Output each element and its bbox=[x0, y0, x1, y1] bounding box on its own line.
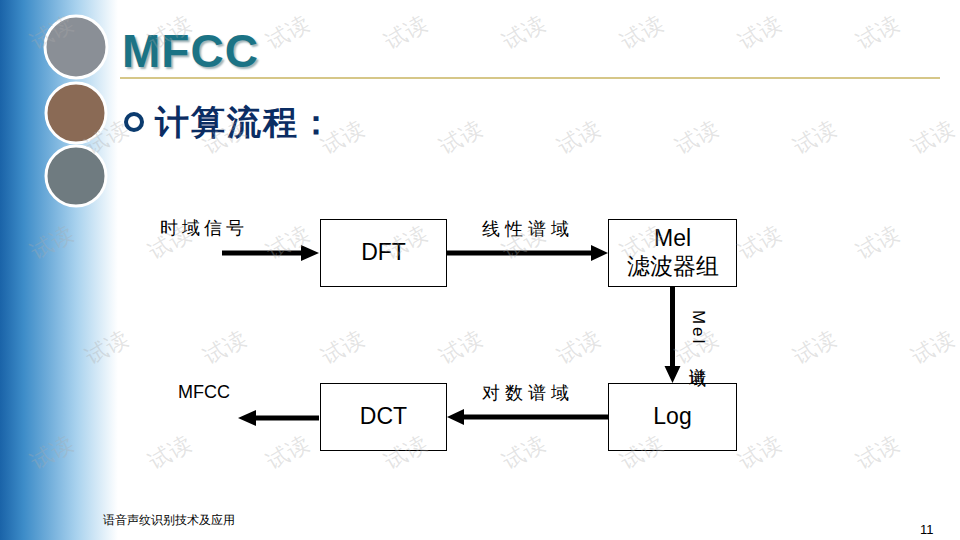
watermark: 试读 bbox=[552, 114, 605, 162]
process-box: DFT bbox=[320, 219, 447, 287]
watermark: 试读 bbox=[434, 114, 487, 162]
watermark: 试读 bbox=[261, 9, 314, 57]
watermark: 试读 bbox=[143, 429, 196, 477]
process-box: Log bbox=[608, 383, 737, 451]
edge-label: 对数谱域 bbox=[482, 381, 574, 405]
box-text: Mel 滤波器组 bbox=[613, 225, 732, 280]
box-text: DFT bbox=[361, 239, 406, 267]
photo-circle bbox=[46, 146, 106, 206]
watermark: 试读 bbox=[198, 324, 251, 372]
watermark: 试读 bbox=[670, 114, 723, 162]
watermark: 试读 bbox=[316, 324, 369, 372]
watermark: 试读 bbox=[497, 429, 550, 477]
watermark: 试读 bbox=[906, 324, 959, 372]
watermark: 试读 bbox=[261, 219, 314, 267]
output-arrow bbox=[256, 416, 319, 421]
watermark: 试读 bbox=[25, 9, 78, 57]
connector-line bbox=[462, 415, 608, 420]
connector-line bbox=[447, 251, 593, 256]
box-text: Log bbox=[653, 403, 691, 431]
footer-text: 语音声纹识别技术及应用 bbox=[103, 512, 235, 529]
watermark: 试读 bbox=[25, 429, 78, 477]
slide-title: MFCC bbox=[122, 24, 259, 78]
process-box: Mel 滤波器组 bbox=[608, 219, 737, 287]
arrow-head bbox=[447, 409, 464, 425]
input-arrow bbox=[222, 251, 302, 256]
watermark: 试读 bbox=[788, 114, 841, 162]
process-box: DCT bbox=[320, 383, 447, 451]
watermark: 试读 bbox=[25, 219, 78, 267]
watermark: 试读 bbox=[851, 219, 904, 267]
box-text: DCT bbox=[360, 403, 407, 431]
photo-circle bbox=[45, 16, 107, 78]
flow-arrow bbox=[665, 287, 681, 383]
watermark: 试读 bbox=[497, 9, 550, 57]
arrow-head bbox=[238, 410, 256, 426]
output-label: MFCC bbox=[178, 382, 230, 403]
watermark: 试读 bbox=[851, 429, 904, 477]
watermark: 试读 bbox=[379, 9, 432, 57]
signal-label: 时域信号 bbox=[160, 216, 248, 240]
arrow-head bbox=[591, 245, 608, 261]
bullet-heading: 计算流程： bbox=[155, 100, 335, 146]
watermark: 试读 bbox=[80, 114, 133, 162]
photo-circle bbox=[46, 83, 106, 143]
watermark: 试读 bbox=[615, 9, 668, 57]
watermark: 试读 bbox=[261, 429, 314, 477]
connector-line bbox=[670, 287, 675, 368]
flow-arrow bbox=[447, 409, 608, 425]
side-stripe bbox=[0, 0, 118, 540]
arrow-head bbox=[301, 245, 319, 261]
watermark: 试读 bbox=[80, 324, 133, 372]
watermark: 试读 bbox=[733, 219, 786, 267]
page-number: 11 bbox=[920, 522, 934, 537]
edge-label: 线性谱域 bbox=[482, 217, 574, 241]
flow-arrow bbox=[447, 245, 608, 261]
watermark: 试读 bbox=[851, 9, 904, 57]
watermark: 试读 bbox=[733, 9, 786, 57]
bullet bbox=[126, 114, 142, 130]
arrow-head bbox=[665, 366, 681, 383]
edge-label: Mel 谱域 bbox=[687, 310, 710, 360]
watermark: 试读 bbox=[552, 324, 605, 372]
watermark: 试读 bbox=[906, 114, 959, 162]
watermark: 试读 bbox=[434, 324, 487, 372]
title-rule bbox=[120, 77, 940, 79]
watermark: 试读 bbox=[788, 324, 841, 372]
watermark: 试读 bbox=[733, 429, 786, 477]
